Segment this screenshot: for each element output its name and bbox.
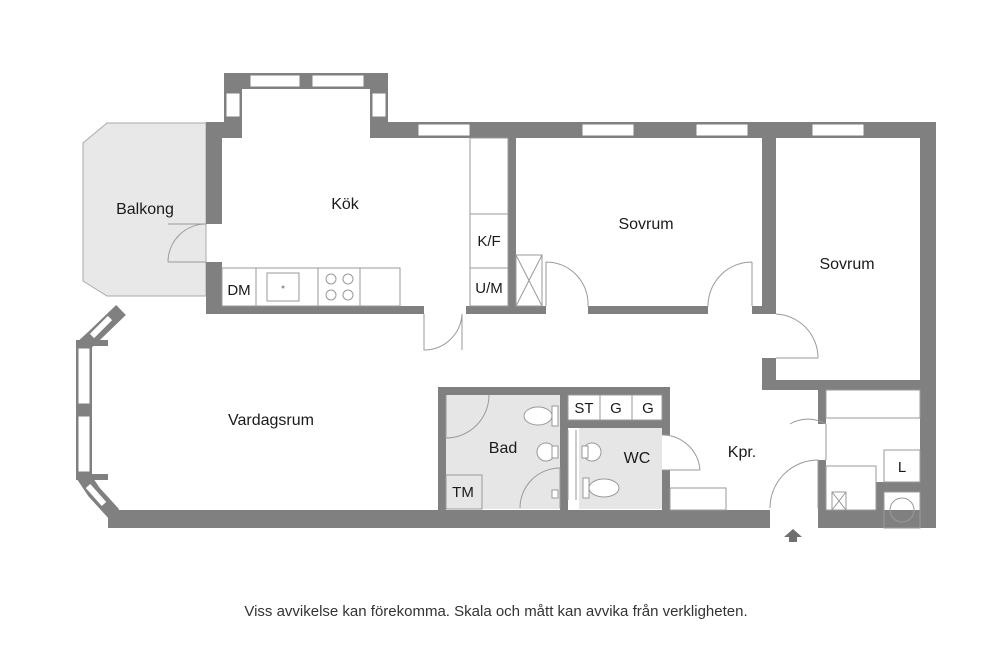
- windows: [77, 74, 865, 473]
- sink-icon: [281, 285, 285, 289]
- room-label-wc: WC: [624, 450, 651, 467]
- fixture-label-dm: DM: [227, 282, 250, 299]
- room-label-sovrum-1: Sovrum: [618, 216, 673, 233]
- fixture-label-g2: G: [642, 400, 654, 417]
- closet-bedroom: [445, 254, 921, 529]
- room-label-kok: Kök: [331, 196, 360, 213]
- floor-plan: Balkong Kök Sovrum Sovrum Vardagsrum Bad…: [76, 73, 936, 542]
- entrance-arrow-icon: [784, 529, 802, 542]
- room-label-bad: Bad: [489, 440, 517, 457]
- sanitary-fixtures: [523, 405, 620, 499]
- doors: [167, 223, 827, 509]
- angled-windows: [85, 315, 113, 506]
- fixture-label-g1: G: [610, 400, 622, 417]
- fixture-label-um: U/M: [475, 280, 503, 297]
- disclaimer-text: Viss avvikelse kan förekomma. Skala och …: [244, 603, 748, 620]
- fixture-label-l: L: [898, 459, 906, 476]
- room-label-kpr: Kpr.: [728, 444, 756, 461]
- fixture-label-st: ST: [574, 400, 593, 417]
- room-label-sovrum-2: Sovrum: [819, 256, 874, 273]
- fixture-label-tm: TM: [452, 484, 474, 501]
- room-label-balkong: Balkong: [116, 201, 174, 218]
- kitchen-counter: [221, 137, 509, 307]
- wc-floor: [579, 428, 662, 509]
- room-label-vardagsrum: Vardagsrum: [228, 412, 314, 429]
- bathroom-partition: [567, 430, 577, 500]
- walls: [92, 73, 936, 528]
- fixture-label-kf: K/F: [477, 233, 500, 250]
